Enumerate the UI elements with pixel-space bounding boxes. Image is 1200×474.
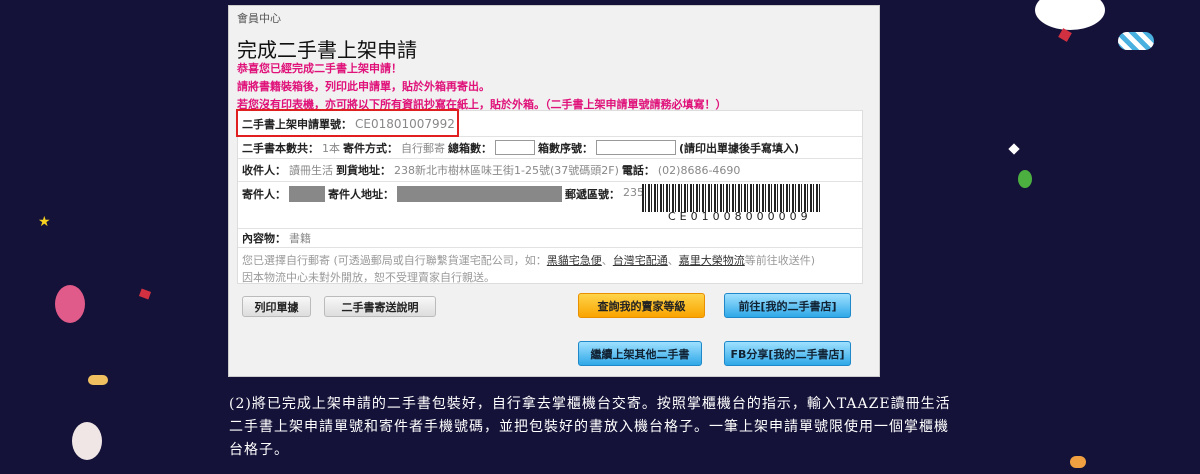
phone-label: 電話： [621,164,655,177]
confetti-icon [1018,170,1032,188]
confetti-icon [1058,28,1072,42]
instruction-message: 請將書籍裝箱後，列印此申請單，貼於外箱再寄出。 [237,80,490,93]
order-number-value: CE01801007992 [355,116,455,131]
confetti-icon [138,288,152,300]
shipping-form: 二手書上架申請單號： CE01801007992 二手書本數共： 1本 寄件方式… [237,110,863,284]
continue-listing-button[interactable]: 繼續上架其他二手書 [578,341,702,366]
box-seq-label: 箱數序號： [538,141,593,155]
contents-label: 內容物： [242,232,286,245]
page-title: 完成二手書上架申請 [237,38,417,62]
balloon-icon [72,422,102,460]
book-count-value: 1本 [322,141,340,155]
order-number-highlight [236,109,459,137]
sender-address-label: 寄件人地址： [328,188,394,201]
box-seq-input[interactable] [596,140,676,155]
sender-label: 寄件人： [242,188,286,201]
fb-share-button[interactable]: FB分享[我的二手書店] [724,341,851,366]
balloon-icon [55,285,85,323]
note-line2: 因本物流中心未對外開放，恕不受理賣家自行親送。 [242,271,495,284]
redacted-sender [289,186,325,202]
barcode [642,184,822,212]
method-value: 自行郵寄 [401,141,445,155]
barcode-text: CE01008000009 [668,210,812,223]
note-text: 您已選擇自行郵寄 (可透過郵局或自行聯繫貨運宅配公司，如： [242,254,547,267]
star-icon: ★ [38,214,51,230]
print-button[interactable]: 列印單據 [242,296,311,317]
recipient-value: 讀冊生活 [289,164,333,177]
candy-icon [88,375,108,385]
breadcrumb: 會員中心 [237,12,281,25]
phone-value: (02)8686-4690 [657,163,741,177]
book-count-label: 二手書本數共： [242,141,319,155]
address-value: 238新北市樹林區味王街1-25號(37號碼頭2F) [394,164,619,177]
total-boxes-input[interactable] [495,140,535,155]
link-kerry[interactable]: 嘉里大榮物流 [678,254,745,267]
recipient-label: 收件人： [242,164,286,177]
confetti-icon [1070,456,1086,468]
no-printer-message: 若您沒有印表機，亦可將以下所有資訊抄寫在紙上，貼於外箱。（二手書上架申請單號請務… [237,98,727,111]
candy-icon [1118,32,1154,50]
address-label: 到貨地址： [336,164,391,177]
zip-label: 郵遞區號： [565,188,620,201]
shipping-guide-button[interactable]: 二手書寄送說明 [324,296,436,317]
screenshot-panel: 會員中心 完成二手書上架申請 恭喜您已經完成二手書上架申請！ 請將書籍裝箱後，列… [228,5,880,377]
method-label: 寄件方式： [343,141,398,155]
link-tcat[interactable]: 黑貓宅急便 [546,254,602,267]
zip-value: 235 [623,186,644,199]
note-text-end: 等前往收送件) [744,254,816,267]
balloon-icon [1035,0,1105,30]
total-boxes-label: 總箱數： [448,141,492,155]
confetti-icon [1008,143,1020,155]
shipping-note: 您已選擇自行郵寄 (可透過郵局或自行聯繫貨運宅配公司，如：黑貓宅急便、台灣宅配通… [242,254,816,284]
goto-store-button[interactable]: 前往[我的二手書店] [724,293,851,318]
redacted-sender-address [397,186,562,202]
seller-level-button[interactable]: 查詢我的賣家等級 [578,293,705,318]
link-pelican[interactable]: 台灣宅配通 [612,254,668,267]
handwrite-hint: (請印出單據後手寫填入) [679,141,800,155]
step-caption: (2)將已完成上架申請的二手書包裝好，自行拿去掌櫃機台交寄。按照掌櫃機台的指示，… [229,396,951,458]
success-message: 恭喜您已經完成二手書上架申請！ [237,62,402,75]
order-number-label: 二手書上架申請單號： [242,117,352,131]
contents-value: 書籍 [289,232,311,245]
